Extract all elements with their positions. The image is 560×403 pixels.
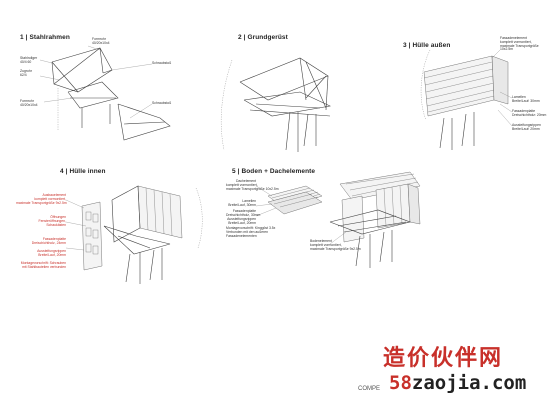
step1-steel-frame bbox=[39, 45, 171, 141]
step5-label-lamellen: Lamellen Breite/Lauf, 30mm bbox=[228, 199, 256, 207]
step5-label-dach: Dachelement komplett vormontiert, maxima… bbox=[226, 179, 279, 191]
step5-label-rippen: Aussteifungsrippen Breite/Lauf, 20mm bbox=[227, 217, 256, 225]
step1-label-screw-bottom: Schraubstoß bbox=[152, 101, 172, 105]
step1-label-top-profile: Formrohr 40/20x10x4 bbox=[92, 37, 110, 45]
step2-base-frame bbox=[220, 57, 331, 152]
step1-title: 1 | Stahlrahmen bbox=[20, 34, 70, 41]
watermark-url-domain: zaojia.com bbox=[411, 372, 527, 394]
step3-label-lamellen: Lamellen Breite/Lauf: 30mm bbox=[512, 95, 540, 103]
step4-label-rippen: Aussteifungsrippen Breite/Lauf, 20mm bbox=[37, 249, 66, 257]
step4-label-ausbau: Ausbauelement komplett vormontiert, maxi… bbox=[16, 193, 67, 205]
step5-title: 5 | Boden + Dachelemente bbox=[232, 168, 316, 175]
step5-label-montage: Montagevorschrift: Kinggöst 3.5x Verbund… bbox=[226, 226, 276, 238]
step3-title: 3 | Hülle außen bbox=[403, 42, 451, 49]
step3-label-rippen: Aussteifungsrippen Breite/Lauf: 20mm bbox=[512, 123, 541, 131]
step1-label-screw-top: Schraubstoß bbox=[152, 61, 172, 65]
footer-text: COMPE bbox=[358, 386, 381, 392]
step4-title: 4 | Hülle innen bbox=[60, 168, 106, 175]
step4-inner-shell bbox=[65, 185, 203, 284]
watermark-url-number: 58 bbox=[389, 372, 412, 394]
step5-floor-roof bbox=[255, 171, 421, 268]
step1-label-bottom-profile: Formrohr 40/20x10x4 bbox=[20, 99, 38, 107]
step4-label-oeffnungen: Öffnungen Fensteröffnungen, Schaukästen bbox=[38, 215, 66, 227]
watermark-chinese: 造价伙伴网 bbox=[383, 346, 504, 371]
step1-label-tube: Stahlrollger 40/4 60 bbox=[20, 56, 38, 64]
step3-label-platte: Fassadenplatte Dreischichtholz: 20mm bbox=[512, 109, 547, 117]
step5-label-platte: Fassadenplatte Dreischichtholz, 30mm bbox=[226, 209, 261, 217]
step2-title: 2 | Grundgerüst bbox=[238, 34, 288, 41]
step4-label-platte: Fassadenplatte Dreischichtholz, 24mm bbox=[31, 237, 66, 245]
step1-label-zugrohr: Zugrohr 62/4 bbox=[20, 69, 32, 77]
watermark-url: 58zaojia.com bbox=[389, 372, 526, 394]
step4-label-montage: Montagevorschrift: Schrauben mit Stahlba… bbox=[20, 261, 66, 269]
step3-label-fassade: Fassadenelement komplett vormontiert, ma… bbox=[500, 36, 539, 52]
step5-label-boden: Bodenelement komplett vormontiert, maxim… bbox=[310, 239, 361, 251]
step3-outer-shell bbox=[420, 49, 513, 150]
